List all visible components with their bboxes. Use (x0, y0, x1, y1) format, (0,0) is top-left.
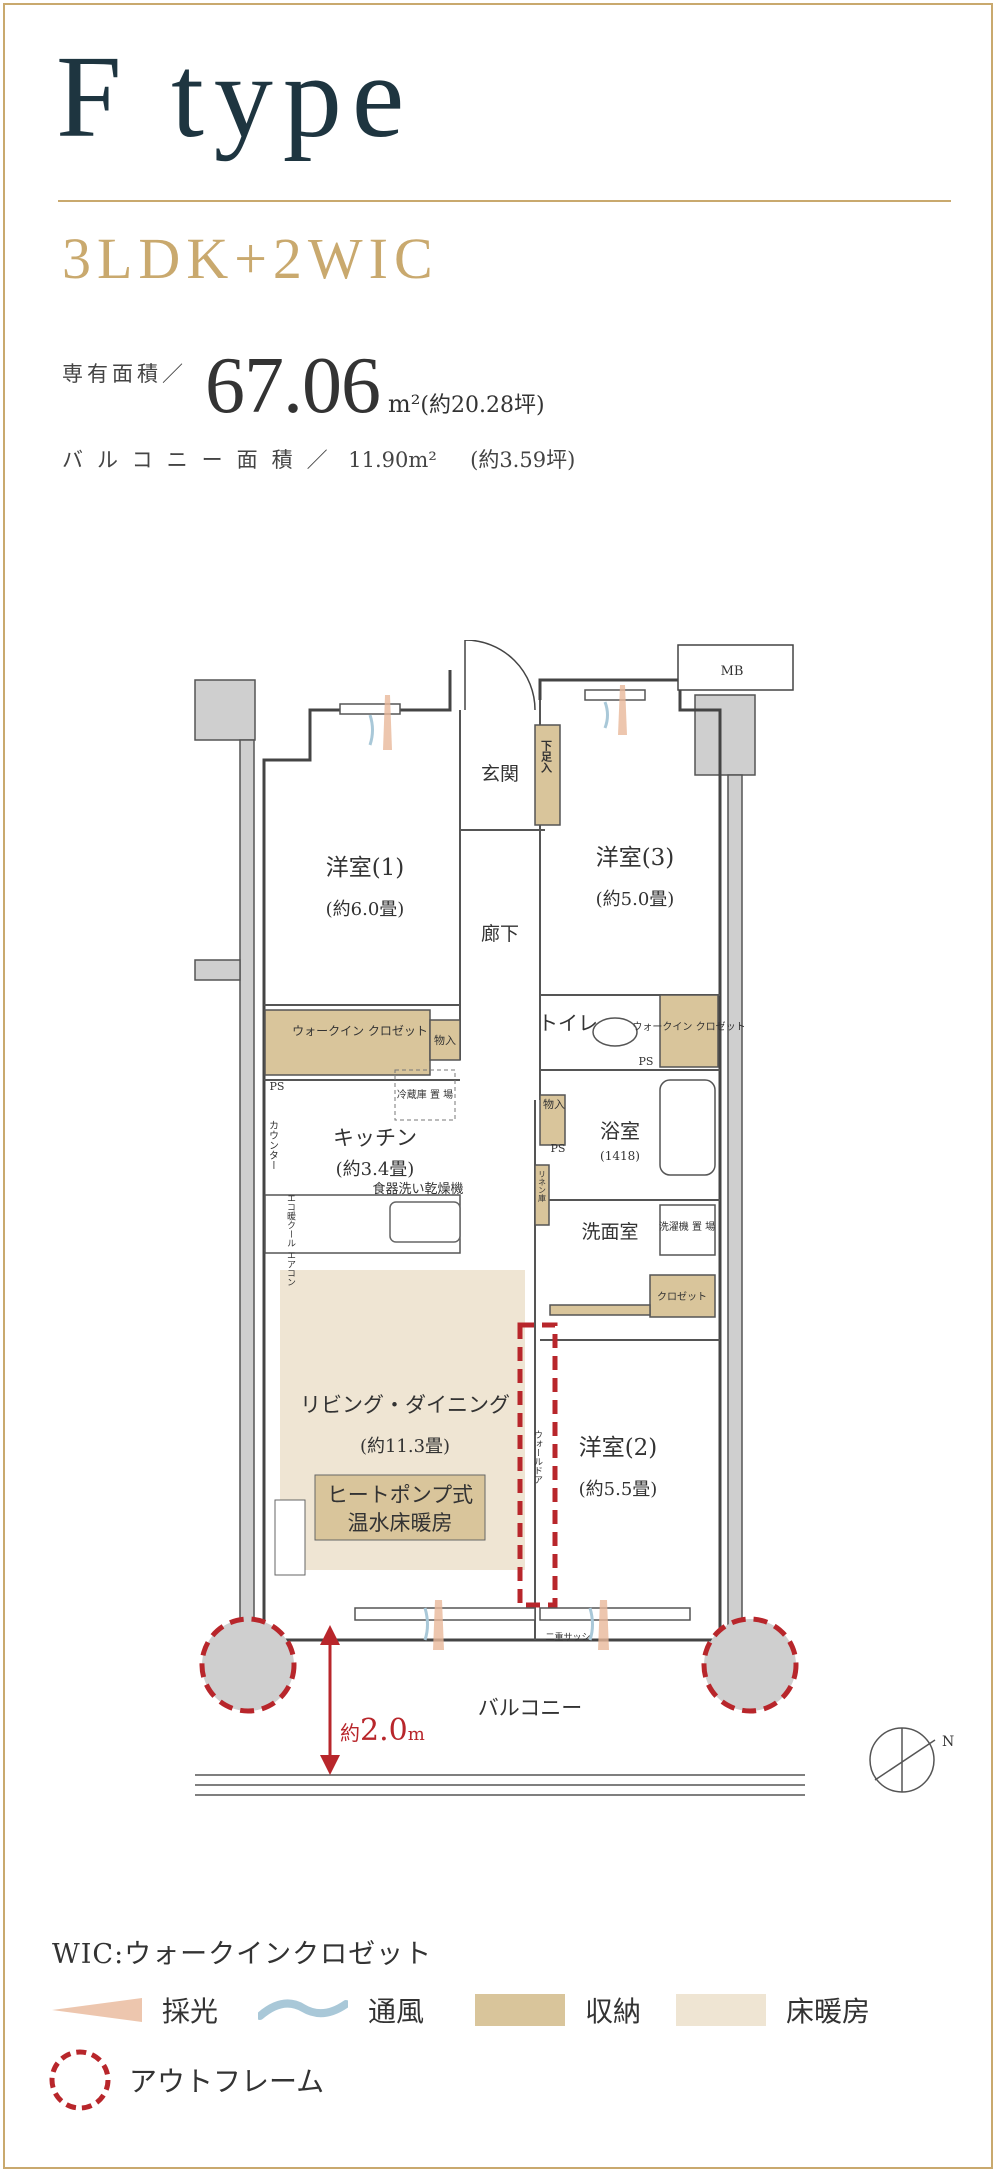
legend-outframe: アウトフレーム (45, 2045, 324, 2115)
balcony-label: バルコニー (478, 1696, 583, 1720)
linen-area (534, 1164, 550, 1226)
laundry-space (659, 1204, 716, 1256)
legend-lighting: 採光 (52, 1990, 218, 2030)
counter-label: カウンター (267, 1120, 279, 1170)
ventilation-swatch (258, 1999, 348, 2020)
outframe-right (701, 1616, 799, 1714)
ps-1-label: PS (270, 1080, 285, 1093)
legend-lighting-label: 採光 (162, 1995, 219, 2028)
lighting-swatch (52, 1998, 142, 2022)
washroom-label: 洗面室 (581, 1221, 638, 1243)
aircon-label: エコ暖クール エアコン (285, 1194, 296, 1287)
ps-3-label: PS (551, 1142, 566, 1155)
living-label: リビング・ダイニング (300, 1393, 510, 1417)
balcony-depth-label: 約2.0m (340, 1713, 425, 1748)
outframe-left (199, 1616, 297, 1714)
kitchen-size: (約3.4畳) (336, 1159, 415, 1180)
fridge-label: 冷蔵庫 置 場 (397, 1088, 453, 1101)
toilet-label: トイレ (538, 1011, 598, 1035)
balcony-area-tsubo: (約3.59坪) (470, 448, 576, 472)
fridge-space (394, 1069, 456, 1121)
entrance-label: 玄関 (481, 763, 519, 785)
storage-1-label: 物入 (434, 1033, 456, 1047)
right-wall (727, 774, 743, 1701)
corridor-label: 廊下 (481, 923, 519, 945)
bathroom-size: (1418) (600, 1149, 640, 1163)
balcony-area: バルコニー面積／ 11.90m² (約3.59坪) (62, 444, 575, 474)
kitchen-label: キッチン (333, 1126, 417, 1150)
floor-heating-label-2: 温水床暖房 (348, 1511, 453, 1535)
bathroom-label: 浴室 (600, 1119, 640, 1143)
page-border (3, 3, 993, 2169)
walkin-closet-1-label: ウォークイン クロゼット (292, 1024, 428, 1038)
shoe-box-area (534, 724, 561, 826)
closet-area (649, 1274, 716, 1318)
wall-door-label: ウォールドア (532, 1430, 543, 1484)
storage-1-area (429, 1019, 461, 1061)
storage-swatch (475, 1994, 565, 2026)
mb-box (677, 644, 794, 691)
legend-outframe-label: アウトフレーム (129, 2065, 325, 2098)
type-title: F type (56, 31, 415, 162)
floor-heating-swatch (676, 1994, 766, 2026)
ps-2-label: PS (639, 1055, 654, 1068)
legend-storage-label: 収納 (585, 1995, 642, 2028)
floor-heating-box (314, 1474, 486, 1541)
legend-floor-heating-label: 床暖房 (786, 1995, 871, 2028)
kitchen-sink (389, 1201, 461, 1243)
aircon-box (274, 1499, 306, 1576)
legend-storage: 収納 (475, 1990, 641, 2030)
closet-label: クロゼット (657, 1291, 707, 1303)
room-western3-label: 洋室(3) (596, 845, 675, 871)
toilet-bowl (592, 1017, 638, 1047)
outframe-swatch (49, 2049, 111, 2111)
exclusive-area-value: 67.06 (205, 342, 381, 430)
layout-label: 3LDK+2WIC (62, 226, 439, 291)
linen-label: リネン庫 (538, 1170, 547, 1203)
room-western1-label: 洋室(1) (326, 855, 405, 881)
laundry-label: 洗濯機 置 場 (659, 1220, 715, 1233)
wall-door-outline (517, 1322, 558, 1608)
living-size: (約11.3畳) (360, 1436, 450, 1457)
walkin-closet-1-area (264, 1009, 431, 1076)
mb-label: MB (721, 664, 744, 679)
room-western3-size: (約5.0畳) (596, 889, 675, 910)
balcony-area-label: バルコニー面積／ (62, 448, 342, 472)
floor-plan: MB (194, 640, 954, 1796)
unit-outline-top-left (262, 670, 452, 1640)
exclusive-area-label: 専有面積／ (62, 362, 187, 386)
room-western2-label: 洋室(2) (579, 1435, 658, 1461)
legend-ventilation: 通風 (258, 1990, 424, 2030)
room-western1-size: (約6.0畳) (326, 899, 405, 920)
north-compass: N (869, 1727, 954, 1793)
legend-ventilation-label: 通風 (368, 1995, 425, 2028)
bathtub (659, 1079, 716, 1176)
exclusive-area-tsubo: (約20.28坪) (420, 393, 545, 418)
room-western2-size: (約5.5畳) (579, 1479, 658, 1500)
left-wall (239, 739, 255, 1701)
washroom-storage (549, 1304, 651, 1316)
left-notch (194, 959, 241, 981)
storage-2-label: 物入 (543, 1097, 565, 1111)
exclusive-area-unit: m² (388, 390, 421, 418)
wic-note: WIC:ウォークインクロゼット (52, 1939, 433, 1970)
legend-floor-heating: 床暖房 (676, 1990, 870, 2030)
walkin-closet-2-area (659, 994, 719, 1068)
title-divider (58, 200, 951, 202)
floor-heating-label-1: ヒートポンプ式 (327, 1483, 473, 1507)
walkin-closet-2-label: ウォークイン クロゼット (632, 1021, 745, 1033)
shoe-box-label: 下足入 (540, 740, 553, 774)
unit-outline-top-right (538, 678, 722, 1640)
left-column-top (194, 679, 256, 741)
dishwasher-label: 食器洗い乾燥機 (372, 1181, 463, 1197)
double-sash-label: 二重サッシ (545, 1631, 590, 1643)
north-label: N (942, 1734, 954, 1750)
storage-2-area (539, 1094, 566, 1146)
balcony-area-value: 11.90m² (348, 448, 437, 472)
right-column-top (694, 694, 756, 776)
entrance-door (464, 640, 536, 711)
